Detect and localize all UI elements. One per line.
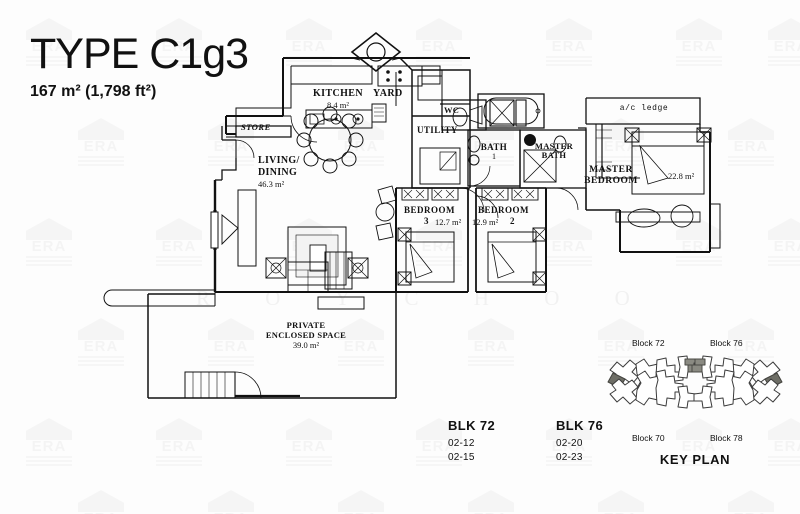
block-listing-blk72: BLK 72 02-12 02-15: [448, 418, 495, 464]
keyplan-label-block-70: Block 70: [632, 433, 665, 443]
key-plan-diagram: [607, 355, 783, 409]
keyplan-title: KEY PLAN: [659, 452, 731, 467]
blk76-heading: BLK 76: [556, 418, 604, 433]
page-title: TYPE C1g3: [30, 30, 249, 78]
keyplan-label-block-76: Block 76: [710, 338, 743, 348]
area-subtitle: 167 m² (1,798 ft²): [30, 83, 157, 100]
blk76-unit-1: 02-20: [556, 438, 583, 449]
blk72-unit-1: 02-12: [448, 438, 475, 449]
key-plan: Block 72 Block 76 Block 70 Block 78 KEY …: [600, 330, 790, 475]
block-listing-blk76: BLK 76 02-20 02-23: [556, 418, 603, 464]
keyplan-label-block-78: Block 78: [710, 433, 743, 443]
blk72-heading: BLK 72: [448, 418, 496, 433]
blk76-unit-2: 02-23: [556, 451, 583, 463]
blk72-unit-2: 02-15: [448, 451, 475, 463]
keyplan-label-block-72: Block 72: [632, 338, 665, 348]
title-block: TYPE C1g3 167 m² (1,798 ft²): [30, 30, 249, 101]
